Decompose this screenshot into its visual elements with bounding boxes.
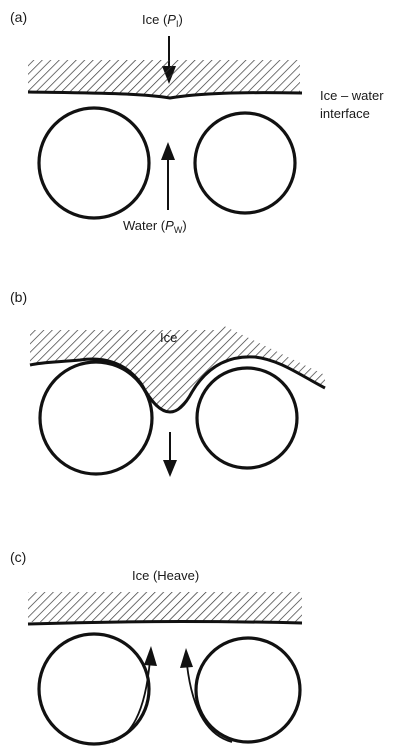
panel-b: (b) Ice — [10, 289, 325, 477]
soil-particle-right-b — [197, 368, 297, 468]
soil-particle-right-c — [196, 638, 300, 742]
panel-a-label: (a) — [10, 9, 27, 25]
water-flow-arrowhead-right — [180, 648, 193, 668]
interface-label-line2: interface — [320, 106, 370, 121]
ice-label-b: Ice — [160, 330, 177, 345]
water-pressure-arrowhead — [161, 142, 175, 160]
water-pressure-label: Water (PW) — [123, 218, 187, 235]
ice-front-c — [28, 622, 302, 624]
panel-c-label: (c) — [10, 549, 26, 565]
ice-heave-label: Ice (Heave) — [132, 568, 199, 583]
ice-hatch-c — [28, 592, 302, 622]
downward-arrowhead-b — [163, 460, 177, 477]
water-flow-arrow-right — [187, 665, 232, 742]
water-flow-arrowhead-left — [144, 646, 157, 666]
soil-particle-right-a — [195, 113, 295, 213]
panel-b-label: (b) — [10, 289, 27, 305]
soil-particle-left-c — [39, 634, 149, 744]
interface-label-line1: Ice – water — [320, 88, 384, 103]
ice-hatch-b — [30, 325, 325, 412]
panel-c: (c) Ice (Heave) — [10, 549, 302, 744]
ice-pressure-label: Ice (PI) — [142, 12, 183, 29]
soil-particle-left-a — [39, 108, 149, 218]
soil-particle-left-b — [40, 362, 152, 474]
panel-a: (a) Ice (PI) Ice – water interface Water… — [10, 9, 384, 235]
